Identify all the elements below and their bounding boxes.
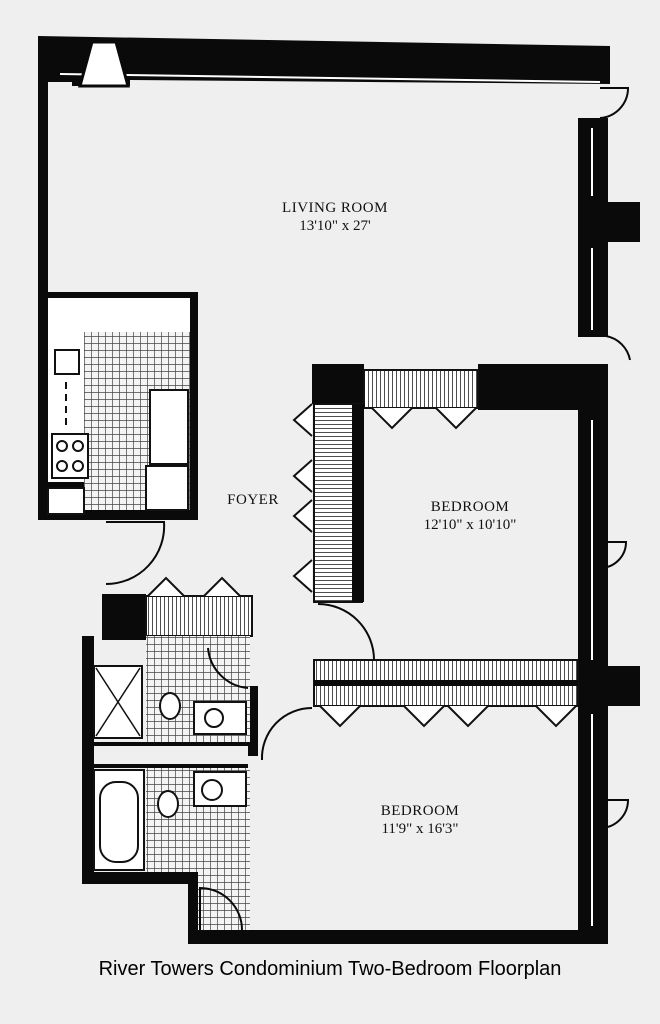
bath2-door-swing	[199, 886, 243, 931]
bedroom2-name: BEDROOM	[380, 803, 460, 819]
kitchen	[38, 292, 198, 520]
bedroom1-closet-wall	[352, 404, 364, 602]
foyer-label: FOYER	[208, 491, 298, 509]
bedroom1-door-swings	[317, 541, 628, 661]
floorplan-caption: River Towers Condominium Two-Bedroom Flo…	[98, 958, 562, 980]
living-room-label: LIVING ROOM 13'10" x 27'	[250, 199, 420, 235]
bedroom2-label: BEDROOM 11'9" x 16'3"	[340, 802, 500, 838]
bath2-floor-ext	[198, 872, 250, 930]
bedroom2-door-swings	[260, 707, 630, 829]
bedroom2-dims: 11'9" x 16'3"	[381, 821, 459, 837]
bathrooms-walls	[82, 594, 258, 944]
bath2-tub-basin	[99, 781, 139, 863]
bedroom1-closet-doors	[292, 403, 477, 593]
bath2-sink	[201, 779, 223, 801]
bath1-sink	[204, 708, 224, 728]
bedroom1-name: BEDROOM	[430, 499, 510, 515]
linen-closet	[145, 595, 253, 637]
chimney-notch	[78, 40, 130, 88]
living-room-name: LIVING ROOM	[282, 200, 388, 216]
bedroom1-closet-top	[363, 369, 479, 409]
linen-closet-doors	[147, 576, 241, 597]
foyer-name: FOYER	[227, 492, 279, 508]
bath1-door-swing	[207, 647, 249, 689]
living-room-dims: 13'10" x 27'	[299, 218, 371, 234]
bedroom1-label: BEDROOM 12'10" x 10'10"	[390, 498, 550, 534]
bath1-toilet	[159, 692, 181, 720]
bath2-toilet	[157, 790, 179, 818]
living-room-door-swings	[578, 87, 631, 361]
bedroom1-dims: 12'10" x 10'10"	[423, 517, 517, 533]
bedroom2-closet-rail	[314, 680, 578, 686]
living-room-windows	[59, 73, 601, 330]
bath1-shower-x	[95, 667, 141, 737]
bedroom2-closet-doors	[319, 705, 577, 728]
kitchen-door-swing	[105, 521, 166, 586]
